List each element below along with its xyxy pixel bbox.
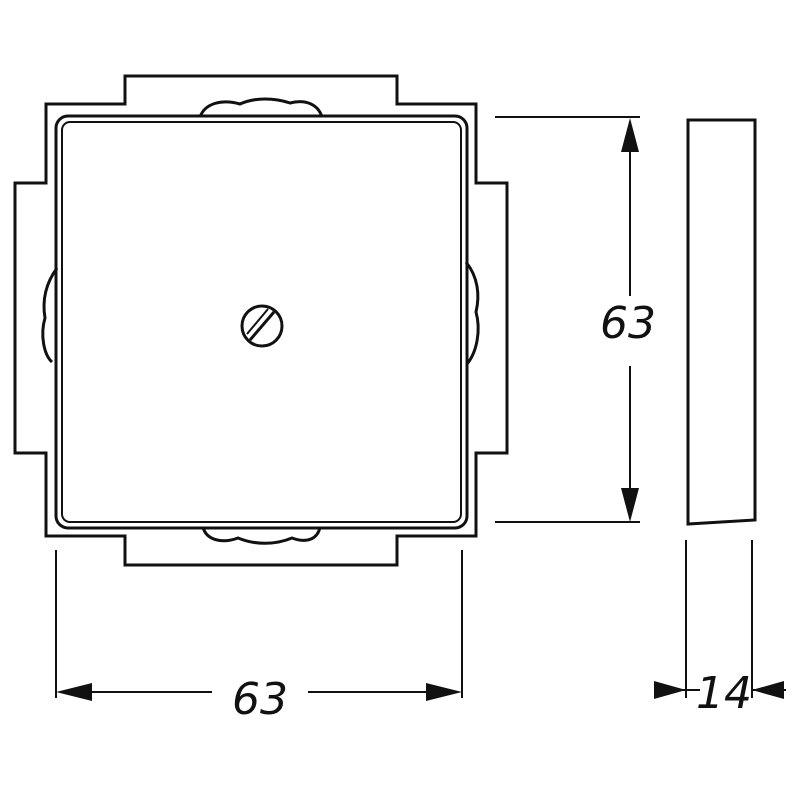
central-screw <box>240 304 284 348</box>
width-arrow-left <box>56 683 92 701</box>
height-arrow-top <box>621 118 639 152</box>
left-claw <box>41 267 59 364</box>
height-dimension-label: 63 <box>600 298 656 349</box>
screw-slot <box>248 311 276 341</box>
width-dimension-label: 63 <box>232 674 288 725</box>
cover-plate <box>54 114 469 530</box>
width-arrow-right <box>426 683 462 701</box>
top-claw <box>198 97 324 118</box>
depth-dimension-label: 14 <box>696 668 752 719</box>
side-view-profile <box>686 118 757 526</box>
bottom-claw <box>201 526 322 545</box>
height-arrow-bottom <box>621 488 639 522</box>
depth-arrow-right <box>752 681 784 699</box>
mounting-frame-outline <box>13 74 509 567</box>
cover-plate-inner-edge <box>61 121 462 523</box>
depth-arrow-left <box>654 681 686 699</box>
right-claw <box>464 261 480 365</box>
screw-slot-edge <box>246 308 269 335</box>
